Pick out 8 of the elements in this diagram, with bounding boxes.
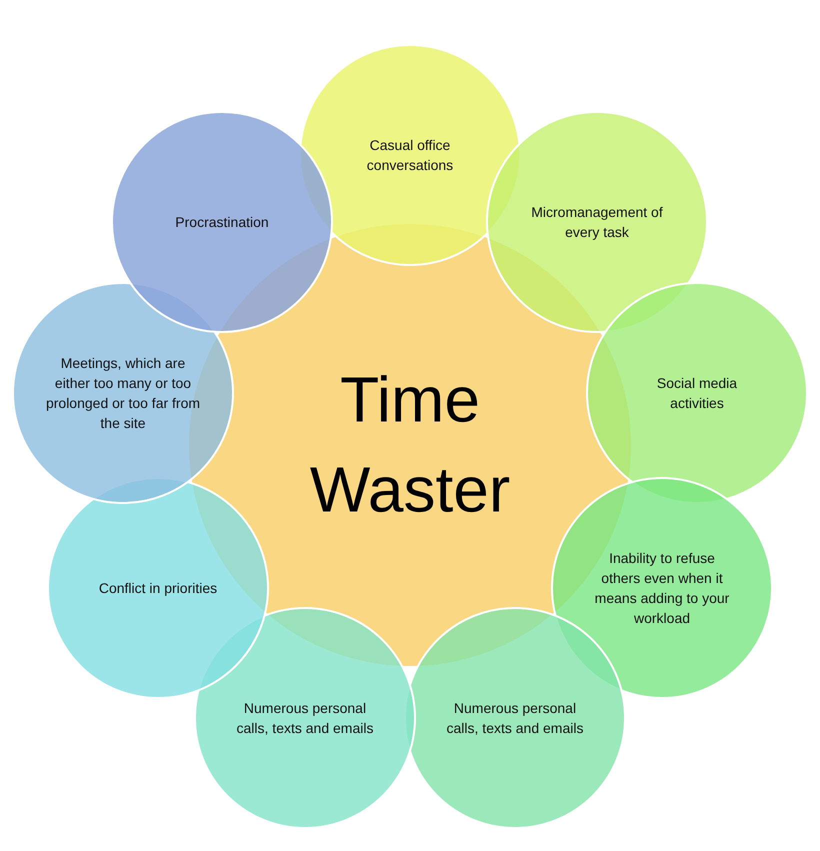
bubble-text: Numerous personal calls, texts and emails — [230, 698, 380, 738]
bubble-text: Numerous personal calls, texts and emails — [440, 698, 590, 738]
title-text: Time Waster — [260, 355, 560, 535]
bubble-text: Casual office conversations — [335, 135, 485, 175]
bubble-text: Social media activities — [632, 373, 762, 413]
bubble-text: Conflict in priorities — [73, 578, 243, 598]
bubble-text: Micromanagement of every task — [527, 202, 667, 242]
bubble-text: Procrastination — [147, 212, 297, 232]
